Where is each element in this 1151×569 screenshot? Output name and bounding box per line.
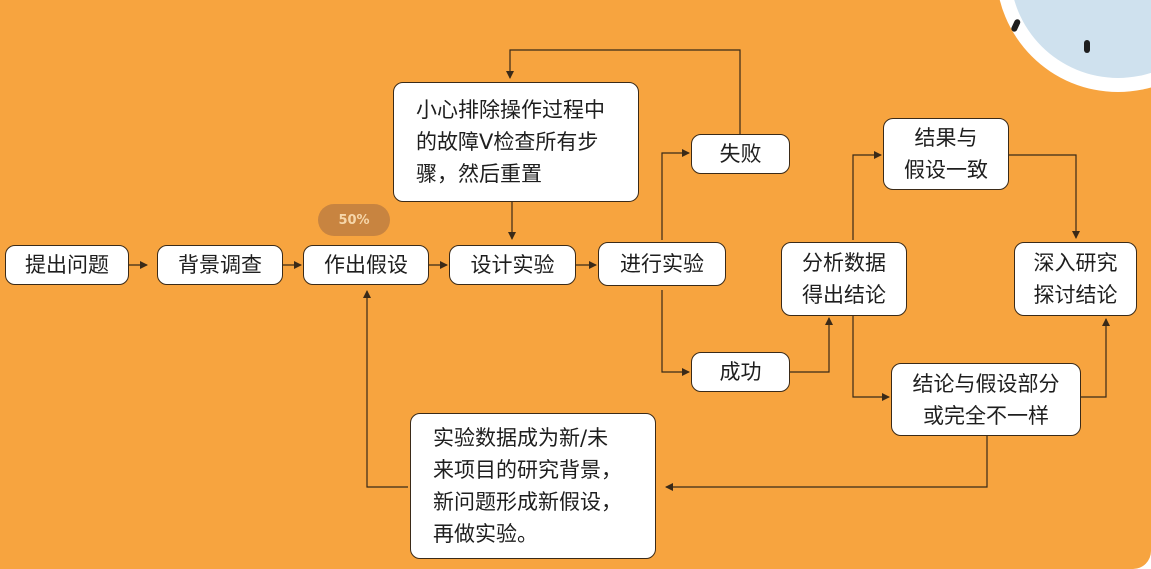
connector <box>661 149 690 240</box>
node-analyze-data: 分析数据 得出结论 <box>781 242 907 316</box>
node-consistent: 结果与 假设一致 <box>883 118 1009 190</box>
corner-tick <box>1011 19 1021 32</box>
node-design-experiment: 设计实验 <box>449 245 576 285</box>
node-background-research: 背景调查 <box>157 245 283 285</box>
node-new-research: 实验数据成为新/未 来项目的研究背景， 新问题形成新假设， 再做实验。 <box>410 413 656 559</box>
progress-badge: 50% <box>318 204 390 236</box>
node-ask-question: 提出问题 <box>5 245 129 285</box>
node-failure: 失败 <box>691 134 790 174</box>
node-success: 成功 <box>691 352 790 392</box>
connector <box>1009 154 1080 239</box>
connector <box>363 290 408 488</box>
connector <box>790 317 833 373</box>
node-run-experiment: 进行实验 <box>598 242 726 286</box>
node-further-research: 深入研究 探讨结论 <box>1014 242 1137 316</box>
connector <box>852 316 890 401</box>
connector <box>1081 318 1110 398</box>
connector <box>661 290 690 376</box>
connector <box>852 151 882 240</box>
corner-circle-outer <box>999 0 1151 92</box>
corner-tick <box>1084 40 1090 53</box>
node-troubleshoot: 小心排除操作过程中 的故障V检查所有步 骤，然后重置 <box>393 82 639 202</box>
connector <box>665 436 988 491</box>
corner-circle-inner <box>1014 0 1151 78</box>
node-hypothesis: 作出假设 <box>303 245 429 285</box>
node-inconsistent: 结论与假设部分 或完全不一样 <box>891 363 1081 436</box>
